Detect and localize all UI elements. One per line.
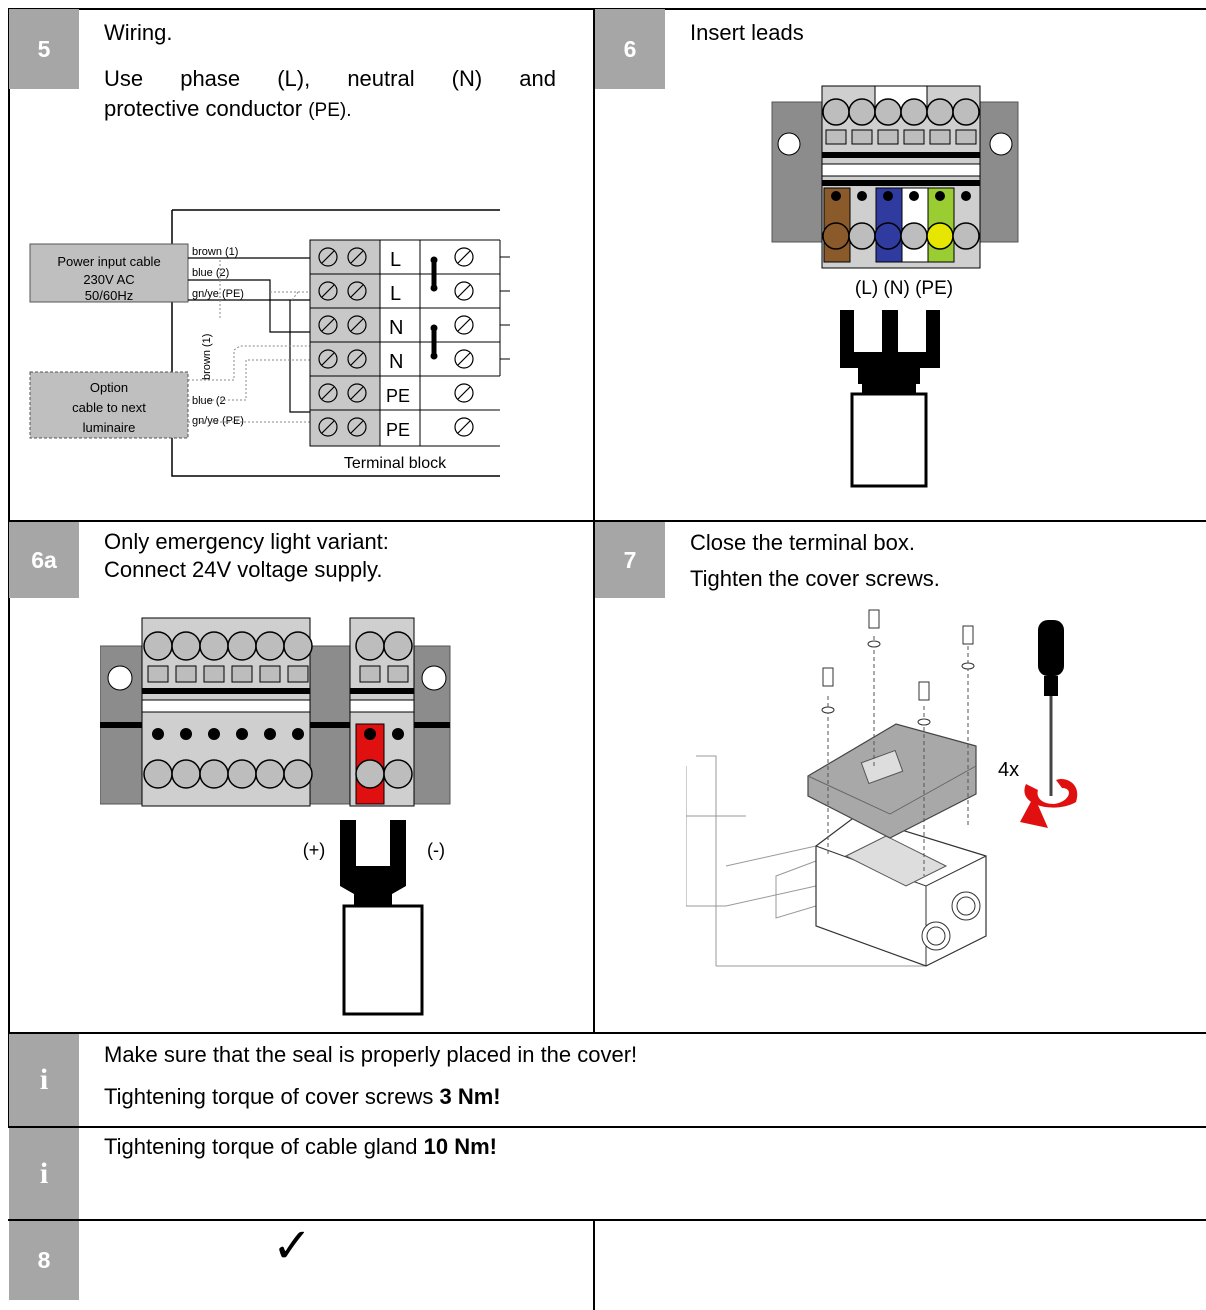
power-input-label-3: 50/60Hz: [85, 288, 133, 303]
terminal-box-cover-illustration: 4x: [686, 609, 1078, 967]
check-icon: ✓: [272, 1218, 313, 1274]
step-7-text: Close the terminal box. Tighten the cove…: [690, 528, 940, 594]
grid-info1-bottom: [8, 1126, 1206, 1128]
terminal-label-5: PE: [386, 386, 410, 406]
step-6a-badge: 6a: [9, 522, 79, 598]
conductor-labels: (L) (N) (PE): [855, 278, 953, 299]
wire-label-gnye-bottom: gn/ye (PE): [192, 415, 244, 427]
info-icon: i: [39, 1156, 49, 1190]
terminal-label-6: PE: [386, 420, 410, 440]
wire-label-brown-bottom: brown (1): [201, 334, 213, 380]
wire-label-blue-top: blue (2): [192, 267, 229, 279]
step-7-number: 7: [623, 546, 637, 573]
terminal-label-2: L: [390, 283, 401, 305]
info-1-line2-prefix: Tightening torque of cover screws: [104, 1084, 440, 1109]
grid-row1-bottom: [8, 520, 1206, 522]
terminal-label-3: N: [389, 317, 403, 339]
step-7-line2: Tighten the cover screws.: [690, 566, 940, 591]
step-5-desc-pe: (PE).: [308, 100, 352, 121]
info-1-text: Make sure that the seal is properly plac…: [104, 1040, 637, 1112]
info-2-badge: i: [9, 1128, 79, 1219]
step-7-line1: Close the terminal box.: [690, 530, 915, 555]
info-1-badge: i: [9, 1034, 79, 1126]
step-6-badge: 6: [595, 9, 665, 89]
info-2-text: Tightening torque of cable gland 10 Nm!: [104, 1132, 497, 1162]
info-1-torque: 3 Nm!: [439, 1084, 501, 1109]
plus-label: (+): [303, 840, 326, 860]
info-icon: i: [39, 1063, 49, 1096]
step-6a-number: 6a: [31, 546, 57, 573]
info-2-prefix: Tightening torque of cable gland: [104, 1134, 424, 1159]
minus-label: (-): [427, 840, 445, 860]
grid-info2-bottom: [8, 1219, 1206, 1221]
step-5-title: Wiring.: [104, 20, 173, 45]
info-1-line1: Make sure that the seal is properly plac…: [104, 1042, 638, 1067]
step-5-description: Use phase (L), neutral (N) and protectiv…: [104, 64, 556, 126]
screw-count: 4x: [998, 759, 1019, 781]
step-8-number: 8: [37, 1247, 51, 1273]
terminal-label-1: L: [390, 249, 401, 271]
power-input-label-1: Power input cable: [57, 254, 160, 269]
step-6-number: 6: [623, 35, 637, 62]
step-5-number: 5: [37, 35, 51, 62]
insert-leads-illustration: (L) (N) (PE): [771, 85, 1019, 488]
terminal-block-caption: Terminal block: [344, 455, 447, 472]
step-6a-text: Only emergency light variant: Connect 24…: [104, 528, 389, 584]
grid-step8-divider: [593, 1220, 595, 1310]
step-6a-line1: Only emergency light variant:: [104, 529, 389, 554]
power-input-label-2: 230V AC: [83, 272, 134, 287]
wiring-diagram: Power input cable 230V AC 50/60Hz Option…: [29, 209, 510, 477]
wire-label-blue-bottom: blue (2: [192, 395, 226, 407]
step-5-desc-line2: protective conductor (PE).: [104, 94, 556, 126]
step-5-desc-line1: Use phase (L), neutral (N) and: [104, 66, 556, 91]
step-7-badge: 7: [595, 522, 665, 598]
grid-row2-bottom: [8, 1032, 1206, 1034]
step-8-badge: 8: [9, 1221, 79, 1300]
info-1-line2: Tightening torque of cover screws 3 Nm!: [104, 1082, 637, 1112]
step-6-title: Insert leads: [690, 20, 804, 45]
step-5-badge: 5: [9, 9, 79, 89]
option-label-1: Option: [90, 380, 128, 395]
wire-label-gnye-top: gn/ye (PE): [192, 288, 244, 300]
step-5-desc-pc: protective conductor: [104, 96, 303, 121]
emergency-supply-illustration: (+) (-): [100, 617, 451, 1016]
wire-label-brown-top: brown (1): [192, 246, 238, 258]
step-6a-line2: Connect 24V voltage supply.: [104, 557, 383, 582]
terminal-label-4: N: [389, 351, 403, 373]
info-2-torque: 10 Nm!: [423, 1134, 497, 1159]
option-label-2: cable to next: [72, 400, 146, 415]
option-label-3: luminaire: [83, 420, 136, 435]
